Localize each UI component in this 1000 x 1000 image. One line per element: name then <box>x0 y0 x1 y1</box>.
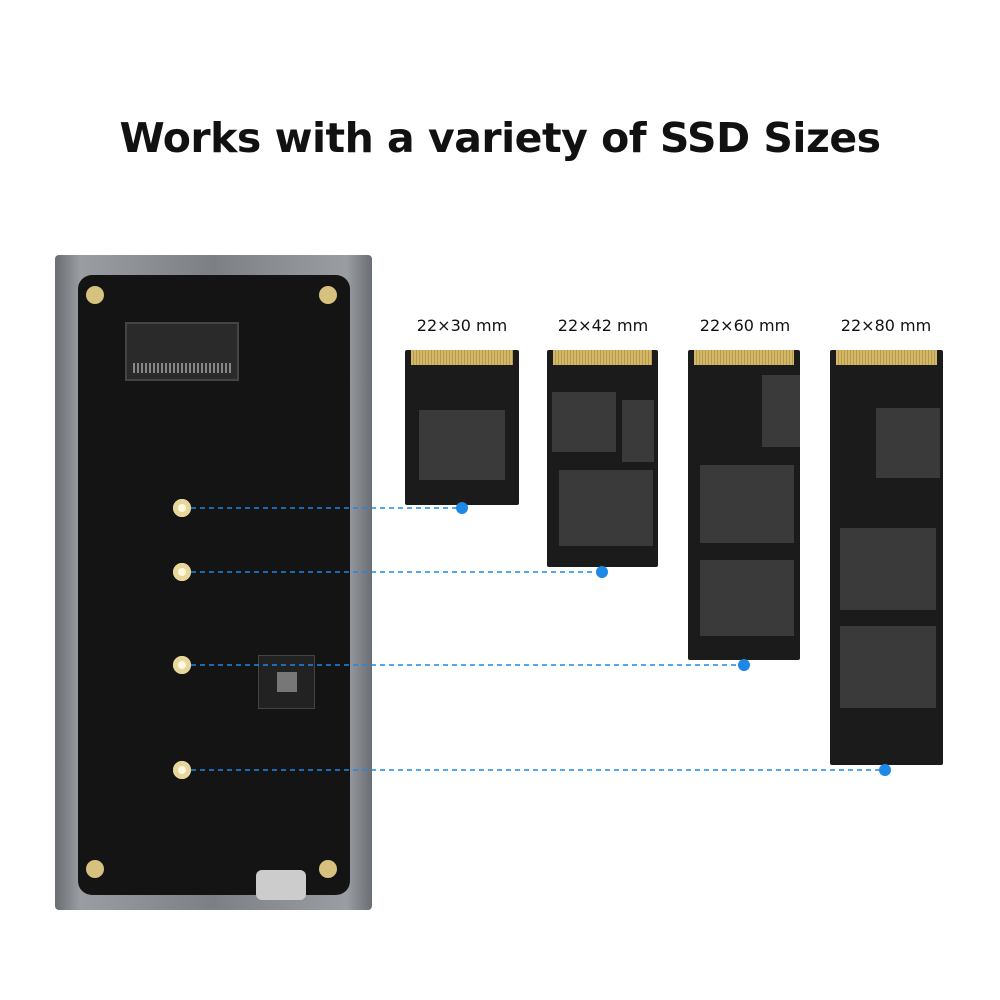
size-label-2260: 22×60 mm <box>699 316 791 335</box>
mount-hole-2280 <box>173 761 191 779</box>
mount-hole-2242 <box>173 563 191 581</box>
ssd-2230 <box>405 350 519 505</box>
size-label-2280: 22×80 mm <box>840 316 932 335</box>
guide-dot <box>456 502 468 514</box>
guide-dot <box>738 659 750 671</box>
screw-icon <box>86 286 104 304</box>
mount-hole-2260 <box>173 656 191 674</box>
ssd-2260 <box>688 350 800 660</box>
screw-icon <box>86 860 104 878</box>
guide-dot <box>879 764 891 776</box>
page-title: Works with a variety of SSD Sizes <box>119 114 881 162</box>
ssd-2280 <box>830 350 943 765</box>
size-label-2242: 22×42 mm <box>557 316 649 335</box>
screw-icon <box>319 860 337 878</box>
controller-chip <box>258 655 315 709</box>
size-label-2230: 22×30 mm <box>416 316 508 335</box>
ssd-2242 <box>547 350 658 567</box>
guide-dot <box>596 566 608 578</box>
screw-icon <box>319 286 337 304</box>
mount-hole-2230 <box>173 499 191 517</box>
m2-slot <box>125 322 239 381</box>
usb-c-port <box>256 870 306 900</box>
